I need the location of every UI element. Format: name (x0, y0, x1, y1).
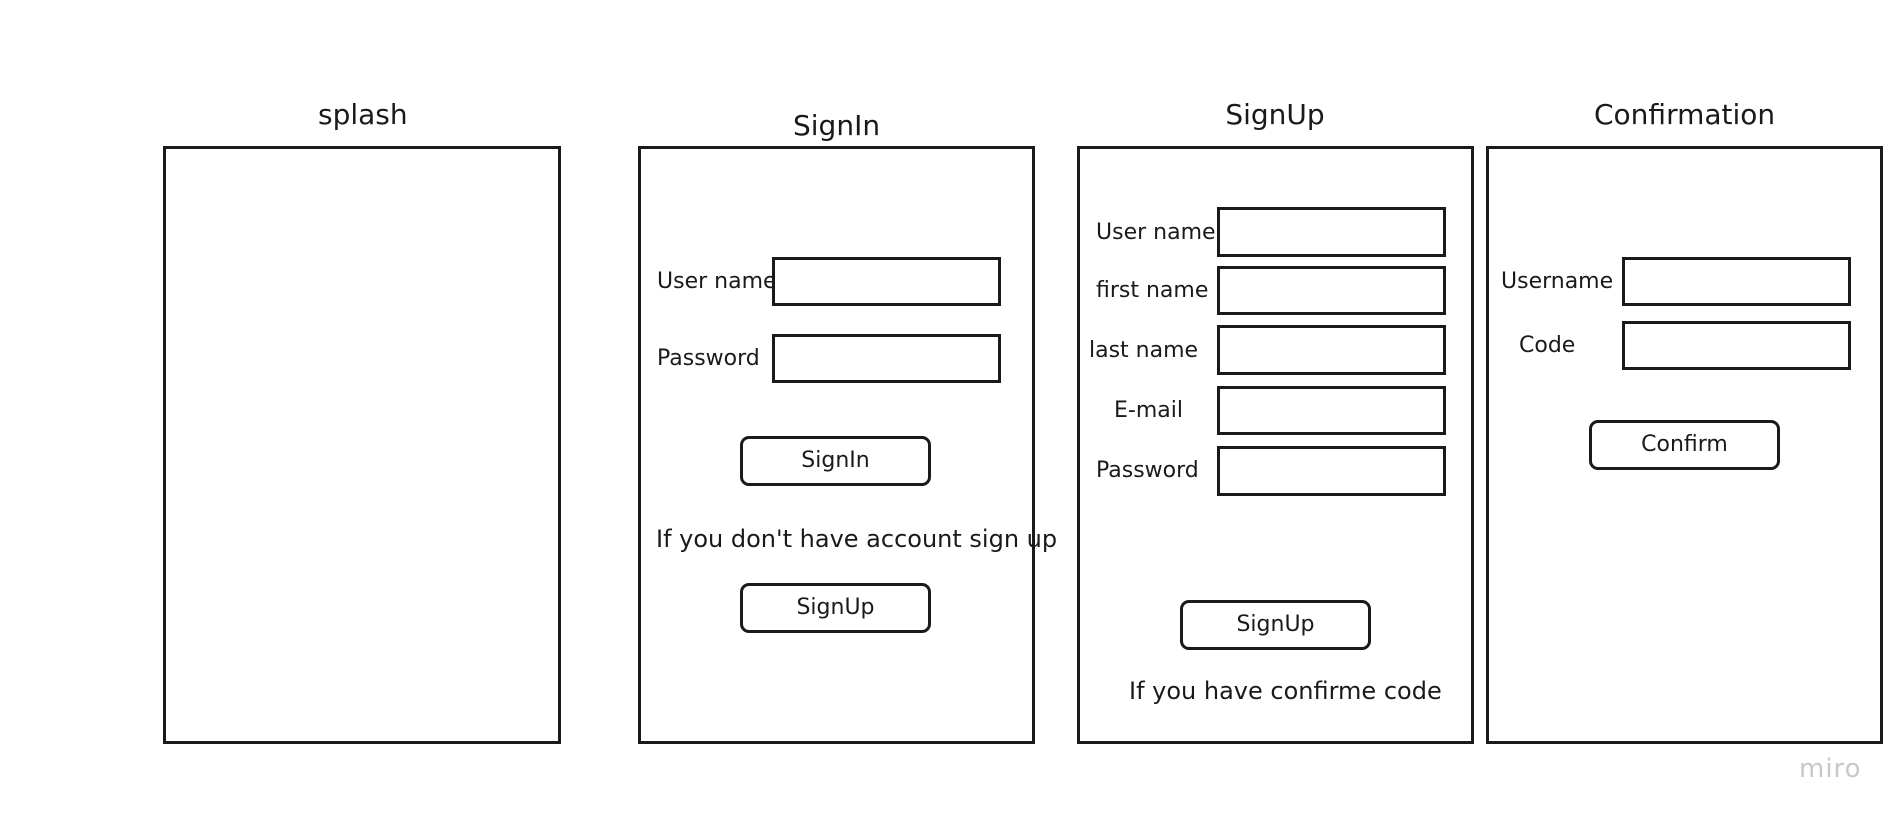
signin-username-label: User name (657, 269, 777, 294)
signup-password-input[interactable] (1217, 446, 1446, 496)
confirmation-code-input[interactable] (1622, 321, 1851, 370)
confirmation-title: Confirmation (1594, 98, 1776, 131)
signup-firstname-input[interactable] (1217, 266, 1446, 315)
confirmation-username-label: Username (1501, 269, 1614, 294)
signup-email-label: E-mail (1114, 398, 1183, 423)
signup-password-label: Password (1096, 458, 1199, 483)
goto-signup-button[interactable]: SignUp (740, 583, 931, 633)
confirm-prompt-text: If you have confirme code (1129, 677, 1442, 705)
signup-lastname-label: last name (1089, 338, 1199, 363)
miro-watermark: miro (1799, 754, 1862, 784)
signup-lastname-input[interactable] (1217, 325, 1446, 375)
signup-firstname-label: first name (1096, 278, 1209, 303)
signup-prompt-text: If you don't have account sign up (656, 525, 1058, 553)
splash-screen-frame (163, 146, 561, 744)
confirmation-username-input[interactable] (1622, 257, 1851, 306)
splash-title: splash (318, 98, 408, 131)
signup-email-input[interactable] (1217, 386, 1446, 435)
signup-button[interactable]: SignUp (1180, 600, 1371, 650)
signin-button[interactable]: SignIn (740, 436, 931, 486)
confirm-button[interactable]: Confirm (1589, 420, 1780, 470)
confirmation-code-label: Code (1519, 333, 1576, 358)
signin-username-input[interactable] (772, 257, 1001, 306)
signup-username-label: User name (1096, 220, 1216, 245)
signin-password-label: Password (657, 346, 760, 371)
signin-title: SignIn (793, 109, 881, 142)
signup-username-input[interactable] (1217, 207, 1446, 257)
signin-password-input[interactable] (772, 334, 1001, 383)
signup-title: SignUp (1225, 98, 1325, 131)
